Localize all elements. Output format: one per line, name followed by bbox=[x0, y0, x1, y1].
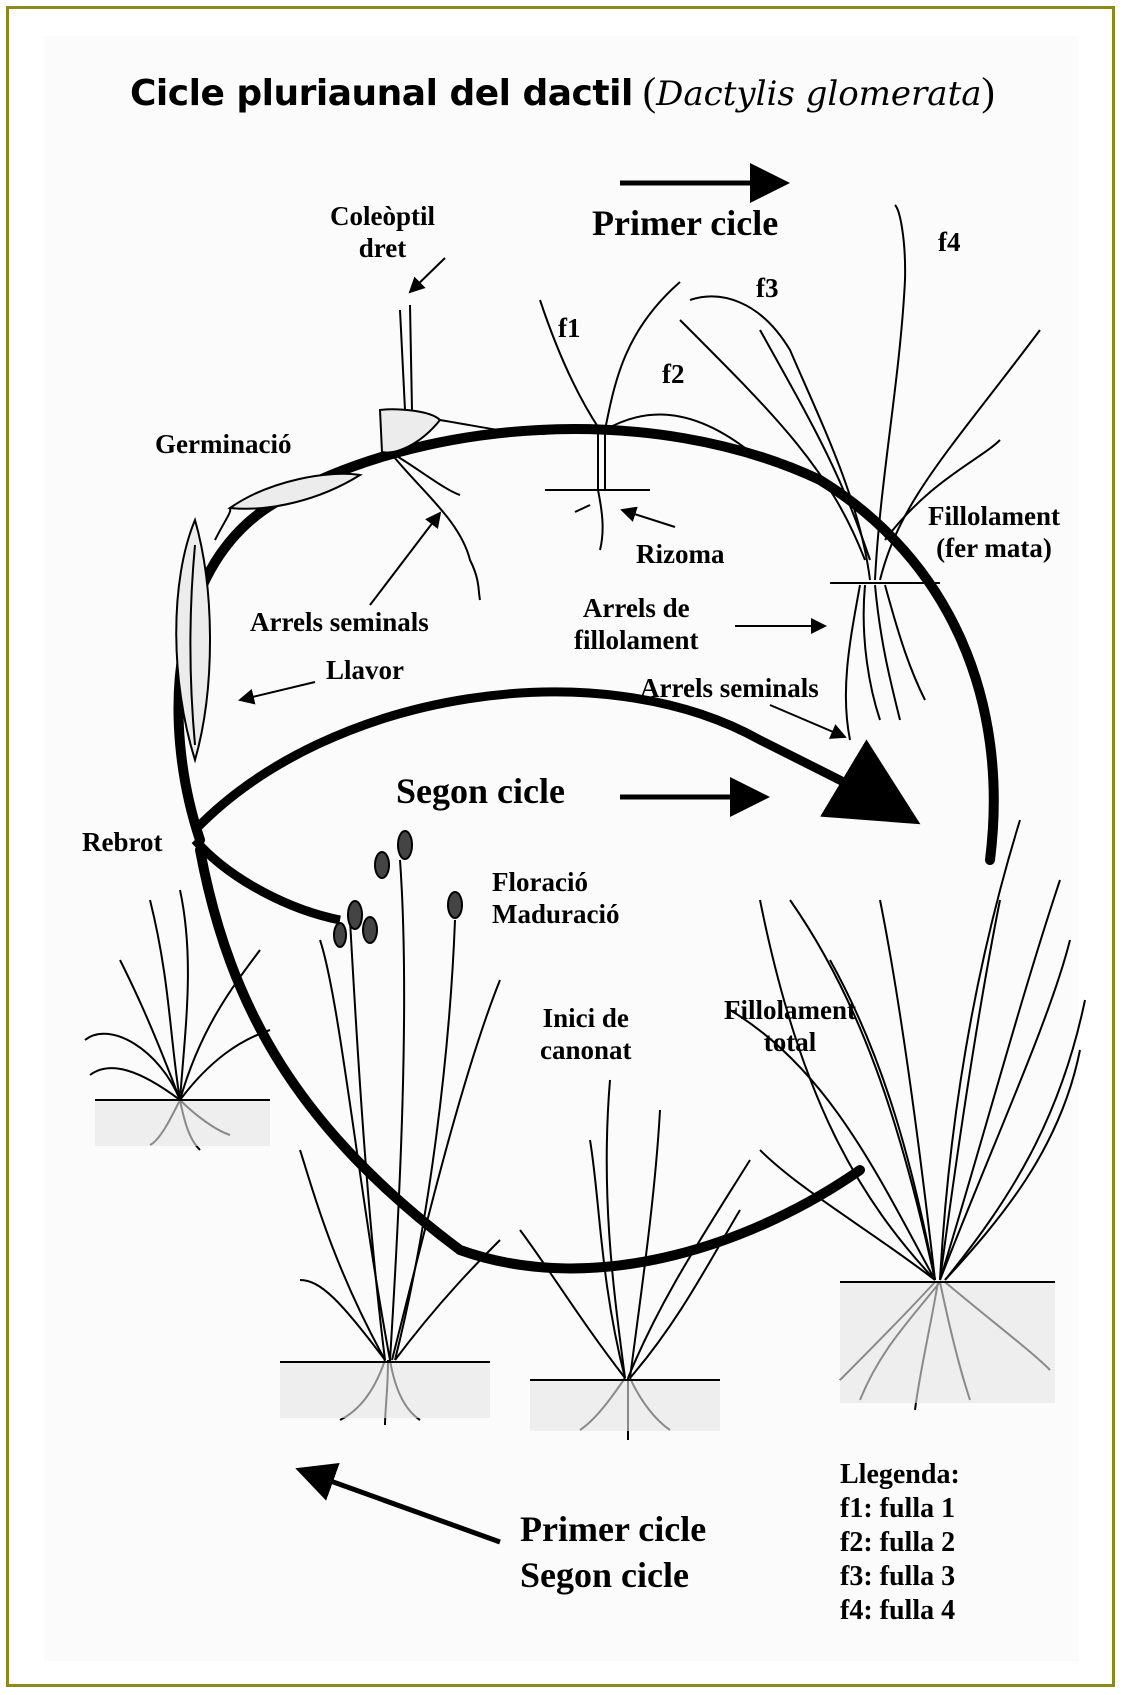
legend-item: f2: fulla 2 bbox=[840, 1526, 960, 1560]
arrels-seminals-right-label: Arrels seminals bbox=[640, 672, 819, 704]
germinacio-label: Germinació bbox=[155, 428, 291, 460]
title-latin-name: Dactylis glomerata bbox=[656, 74, 981, 114]
primer-cicle-top-label: Primer cicle bbox=[592, 200, 778, 246]
arrels-seminals-pointer bbox=[370, 513, 440, 605]
bottom-cycle-arrow bbox=[300, 1470, 500, 1542]
rizoma-label: Rizoma bbox=[636, 538, 724, 570]
arrels-seminals-left-label: Arrels seminals bbox=[250, 606, 429, 638]
legend: Llegenda: f1: fulla 1 f2: fulla 2 f3: fu… bbox=[840, 1458, 960, 1628]
f2-label: f2 bbox=[662, 358, 685, 390]
bottom-cycle-note: Primer cicle Segon cicle bbox=[520, 1506, 706, 1598]
f4-label: f4 bbox=[938, 226, 961, 258]
segon-cicle-mid-label: Segon cicle bbox=[396, 768, 565, 814]
rizoma-pointer bbox=[622, 510, 675, 527]
llavor-label: Llavor bbox=[326, 654, 404, 686]
fillolament-label: Fillolament(fer mata) bbox=[928, 500, 1060, 564]
diagram-title: Cicle pluriaunal del dactil (Dactylis gl… bbox=[130, 68, 995, 115]
legend-title: Llegenda: bbox=[840, 1458, 960, 1492]
f3-label: f3 bbox=[756, 272, 779, 304]
f1-label: f1 bbox=[558, 312, 581, 344]
rebrot-label: Rebrot bbox=[82, 826, 163, 858]
tillering-plant bbox=[680, 205, 1040, 740]
flowering-plant bbox=[280, 831, 500, 1425]
legend-item: f4: fulla 4 bbox=[840, 1594, 960, 1628]
legend-item: f1: fulla 1 bbox=[840, 1492, 960, 1526]
llavor-pointer bbox=[240, 682, 315, 700]
legend-item: f3: fulla 3 bbox=[840, 1560, 960, 1594]
title-main: Cicle pluriaunal del dactil bbox=[130, 73, 633, 114]
arrels-seminals-right-pointer bbox=[770, 705, 845, 737]
